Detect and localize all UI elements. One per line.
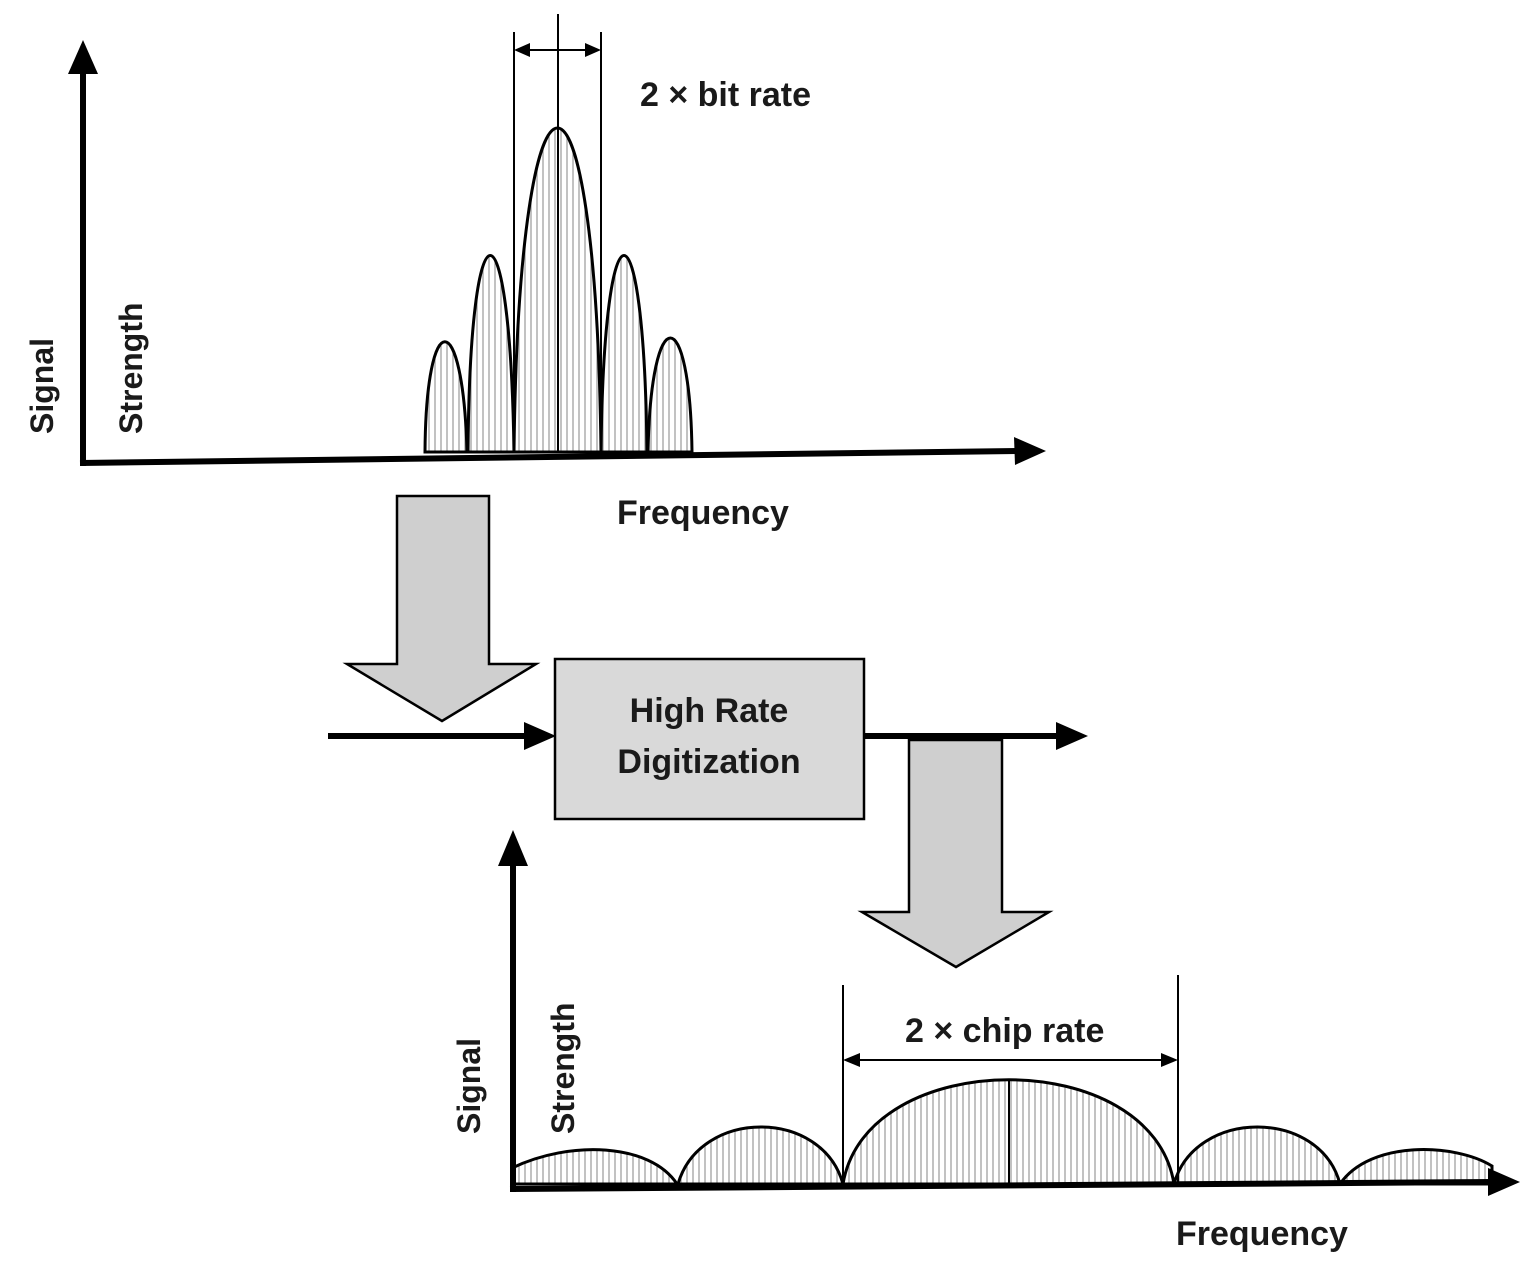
bottom-x-axis-arrowhead bbox=[1488, 1168, 1520, 1196]
transform-arrow-bottom bbox=[857, 738, 1054, 969]
top-y-axis-label-strength: Strength bbox=[113, 302, 149, 434]
top-dimension-arrowhead-right bbox=[585, 43, 601, 57]
top-bandwidth-label: 2 × bit rate bbox=[640, 76, 811, 114]
input-signal-arrowhead bbox=[524, 722, 556, 750]
top-y-axis-label-signal: Signal bbox=[24, 338, 60, 434]
output-signal-arrowhead bbox=[1056, 722, 1088, 750]
high-rate-digitization-box bbox=[553, 657, 866, 821]
bottom-sidelobe-left-2 bbox=[510, 1148, 680, 1186]
bottom-x-axis-label: Frequency bbox=[1176, 1215, 1348, 1253]
top-sidelobe-right-2 bbox=[646, 336, 694, 454]
bottom-spectrum-chart: Signal Strength Frequency 2 × chip rate bbox=[451, 830, 1520, 1253]
bottom-bandwidth-label: 2 × chip rate bbox=[905, 1012, 1104, 1050]
top-sidelobe-left-1 bbox=[466, 254, 516, 454]
bottom-dimension-arrowhead-left bbox=[843, 1053, 860, 1067]
bottom-x-axis bbox=[509, 1179, 1493, 1192]
top-x-axis-arrowhead bbox=[1014, 437, 1046, 465]
bottom-sidelobe-right-2 bbox=[1337, 1148, 1494, 1186]
bottom-y-axis-label-strength: Strength bbox=[545, 1002, 581, 1134]
top-sidelobe-left-2 bbox=[423, 340, 469, 454]
processor-label-line2: Digitization bbox=[617, 743, 800, 781]
top-spectrum-chart: Signal Strength Frequency 2 × bit rate bbox=[24, 14, 1046, 532]
top-y-axis-arrowhead bbox=[68, 40, 98, 74]
bottom-dimension-arrowhead-right bbox=[1161, 1053, 1178, 1067]
bottom-y-axis-arrowhead bbox=[498, 830, 528, 866]
bottom-sidelobe-left-1 bbox=[676, 1125, 845, 1186]
top-x-axis-label: Frequency bbox=[617, 494, 789, 532]
processing-flow: High Rate Digitization bbox=[328, 494, 1088, 969]
bottom-sidelobe-right-1 bbox=[1172, 1125, 1342, 1186]
bottom-y-axis-label-signal: Signal bbox=[451, 1038, 487, 1134]
processor-label-line1: High Rate bbox=[630, 692, 789, 730]
top-sidelobe-right-1 bbox=[599, 254, 649, 454]
top-dimension-arrowhead-left bbox=[514, 43, 530, 57]
top-x-axis bbox=[79, 448, 1019, 466]
transform-arrow-top bbox=[342, 494, 541, 723]
